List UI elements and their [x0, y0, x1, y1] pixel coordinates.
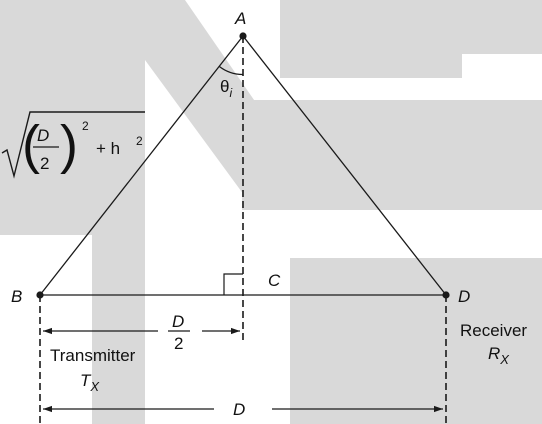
watermark-shape-left: [0, 0, 145, 424]
half-distance-numerator: D: [172, 312, 184, 331]
receiver-label: Receiver: [460, 321, 527, 340]
formula-numerator: D: [37, 126, 49, 145]
transmitter-label: Transmitter: [50, 346, 136, 365]
side-ab: [39, 35, 244, 296]
angle-symbol: θ: [220, 77, 229, 96]
transmitter-symbol-letter: T: [80, 371, 92, 390]
formula-plus-term: + h: [96, 139, 120, 158]
square-root-sign: [1, 111, 145, 179]
formula-exponent-1: 2: [82, 119, 89, 133]
watermark-shape-top-right: [185, 0, 542, 78]
formula-exponent-2: 2: [136, 134, 143, 148]
transmitter-symbol-subscript: X: [89, 379, 100, 394]
side-ad: [242, 35, 447, 296]
watermark-shape-middle: [242, 100, 542, 210]
label-d: D: [458, 287, 470, 306]
slant-formula: ( D 2 ) 2 + h 2: [1, 111, 145, 179]
label-c: C: [268, 271, 281, 290]
half-distance-denominator: 2: [174, 334, 183, 353]
watermark-shape-bottom-right: [290, 258, 542, 424]
left-paren: (: [22, 115, 40, 175]
angle-label: θi: [220, 77, 232, 100]
formula-denominator: 2: [40, 154, 49, 173]
receiver-symbol-subscript: X: [499, 352, 510, 367]
vertex-a: [239, 32, 247, 40]
label-a: A: [234, 9, 246, 28]
label-b: B: [11, 287, 22, 306]
receiver-symbol: RX: [488, 344, 510, 367]
receiver-symbol-letter: R: [488, 344, 500, 363]
right-paren: ): [60, 115, 78, 175]
angle-arc: [218, 65, 244, 76]
angle-subscript: i: [229, 86, 232, 100]
full-distance-label: D: [233, 400, 245, 419]
transmitter-symbol: TX: [80, 371, 100, 394]
right-angle-marker: [223, 273, 243, 295]
half-distance-label: D 2: [168, 312, 190, 353]
